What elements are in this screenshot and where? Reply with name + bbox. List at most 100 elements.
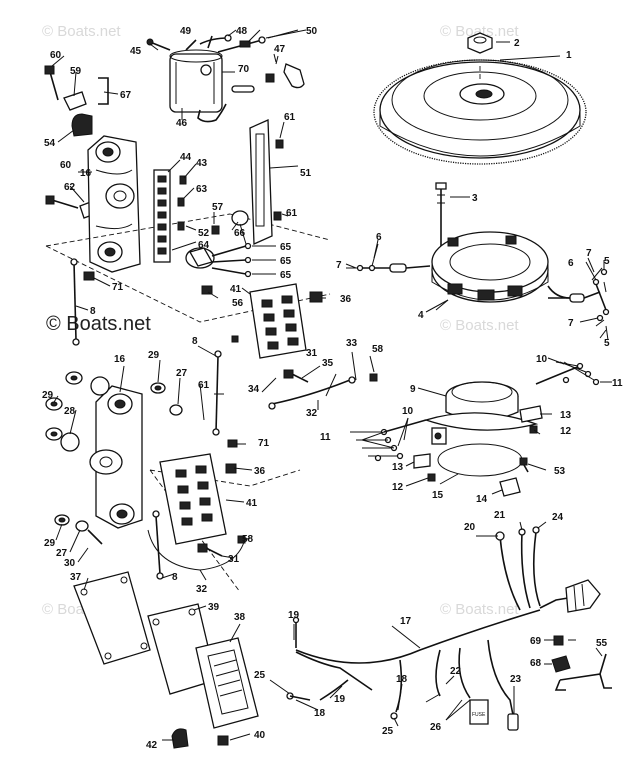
callout-31b: 31 xyxy=(228,554,240,565)
terminal-block-upper xyxy=(249,283,307,359)
callout-62: 62 xyxy=(64,182,76,193)
ground-lead-lower-8 xyxy=(152,510,164,580)
screw-60-mid xyxy=(45,195,79,209)
spacer-27 xyxy=(75,404,183,532)
cover-38 xyxy=(195,637,259,729)
callout-20: 20 xyxy=(464,522,476,533)
watermark-bottom-right: © Boats.net xyxy=(440,601,519,618)
callout-22: 22 xyxy=(450,666,462,677)
callout-27b: 27 xyxy=(56,548,68,559)
callout-10b: 10 xyxy=(536,354,548,365)
stator-assembly xyxy=(431,231,571,303)
callout-59: 59 xyxy=(70,66,82,77)
plate-13-right xyxy=(519,405,543,423)
callout-40: 40 xyxy=(254,730,266,741)
stator-leads-right xyxy=(548,260,610,341)
callout-29c: 29 xyxy=(44,538,56,549)
callout-65c: 65 xyxy=(280,270,292,281)
pulser-base xyxy=(423,412,539,445)
callout-19a: 19 xyxy=(288,610,300,621)
callout-28: 28 xyxy=(64,406,76,417)
callout-14: 14 xyxy=(476,494,488,505)
callout-45: 45 xyxy=(130,46,142,57)
screw-12-right xyxy=(529,425,538,434)
callout-60a: 60 xyxy=(50,50,62,61)
clamp-54 xyxy=(71,113,93,137)
callout-7b: 7 xyxy=(586,248,592,259)
callout-49: 49 xyxy=(180,26,192,37)
callout-11b: 11 xyxy=(612,378,623,389)
screw-40 xyxy=(217,735,229,746)
callout-24: 24 xyxy=(552,512,564,523)
callout-53: 53 xyxy=(554,466,566,477)
callout-8b: 8 xyxy=(192,336,198,347)
callout-25a: 25 xyxy=(254,670,266,681)
callout-43: 43 xyxy=(196,158,208,169)
wire-harness xyxy=(295,526,601,731)
clamp-59 xyxy=(63,91,87,111)
resistor-panel-51 xyxy=(249,119,273,245)
callout-64: 64 xyxy=(198,240,210,251)
callout-2: 2 xyxy=(514,38,520,49)
callout-44: 44 xyxy=(180,152,192,163)
callout-32b: 32 xyxy=(196,584,208,595)
callout-35: 35 xyxy=(322,358,334,369)
callout-51: 51 xyxy=(300,168,312,179)
screw-57 xyxy=(211,225,220,235)
callout-58b: 58 xyxy=(242,534,254,545)
lead-19-upper xyxy=(292,616,300,648)
ignition-coil-top xyxy=(169,35,235,123)
callout-41a: 41 xyxy=(230,284,242,295)
screw-53 xyxy=(519,457,529,473)
leader-lines xyxy=(51,29,607,741)
clip-42 xyxy=(171,728,189,749)
callout-36b: 36 xyxy=(254,466,266,477)
callout-25b: 25 xyxy=(382,726,394,737)
callout-60b: 60 xyxy=(60,160,72,171)
callout-38: 38 xyxy=(234,612,246,623)
watermark-top-left: © Boats.net xyxy=(42,23,121,40)
callout-1: 1 xyxy=(566,50,572,61)
bracket-55 xyxy=(554,653,612,691)
callout-8a: 8 xyxy=(90,306,96,317)
callout-18b: 18 xyxy=(396,674,408,685)
screw-61-top xyxy=(275,139,284,149)
callout-68: 68 xyxy=(530,658,542,669)
screw-52 xyxy=(177,221,185,231)
callout-46: 46 xyxy=(176,118,188,129)
watermark-top-right: © Boats.net xyxy=(440,23,519,40)
knob-66 xyxy=(231,210,249,245)
plate-13-left xyxy=(413,453,431,469)
callout-23: 23 xyxy=(510,674,522,685)
callout-12a: 12 xyxy=(560,426,572,437)
callout-9: 9 xyxy=(410,384,416,395)
callout-19b: 19 xyxy=(334,694,346,705)
callout-29b: 29 xyxy=(148,350,160,361)
terminal-strip-44 xyxy=(153,169,171,263)
retaining-ring-15 xyxy=(437,443,523,477)
callout-17: 17 xyxy=(400,616,412,627)
callout-36a: 36 xyxy=(340,294,352,305)
coil-screw-45 xyxy=(146,38,171,51)
callout-41b: 41 xyxy=(246,498,258,509)
leads-11-right xyxy=(535,361,612,386)
callout-65a: 65 xyxy=(280,242,292,253)
flywheel xyxy=(373,59,587,165)
screw-69 xyxy=(553,635,576,646)
clip-67 xyxy=(98,77,109,105)
callout-61c: 61 xyxy=(198,380,210,391)
callout-55: 55 xyxy=(596,638,608,649)
nut-36-upper xyxy=(309,291,323,303)
callout-6b: 6 xyxy=(568,258,574,269)
ground-lead-upper xyxy=(70,258,95,346)
callout-50: 50 xyxy=(306,26,318,37)
callout-13a: 13 xyxy=(560,410,572,421)
grommets-28 xyxy=(60,376,110,452)
callout-10a: 10 xyxy=(402,406,414,417)
callout-32a: 32 xyxy=(306,408,318,419)
screw-31-lower xyxy=(197,543,223,557)
callout-66: 66 xyxy=(234,228,246,239)
ground-lead-middle xyxy=(212,335,239,448)
fuse-label: FUSE xyxy=(472,712,486,718)
